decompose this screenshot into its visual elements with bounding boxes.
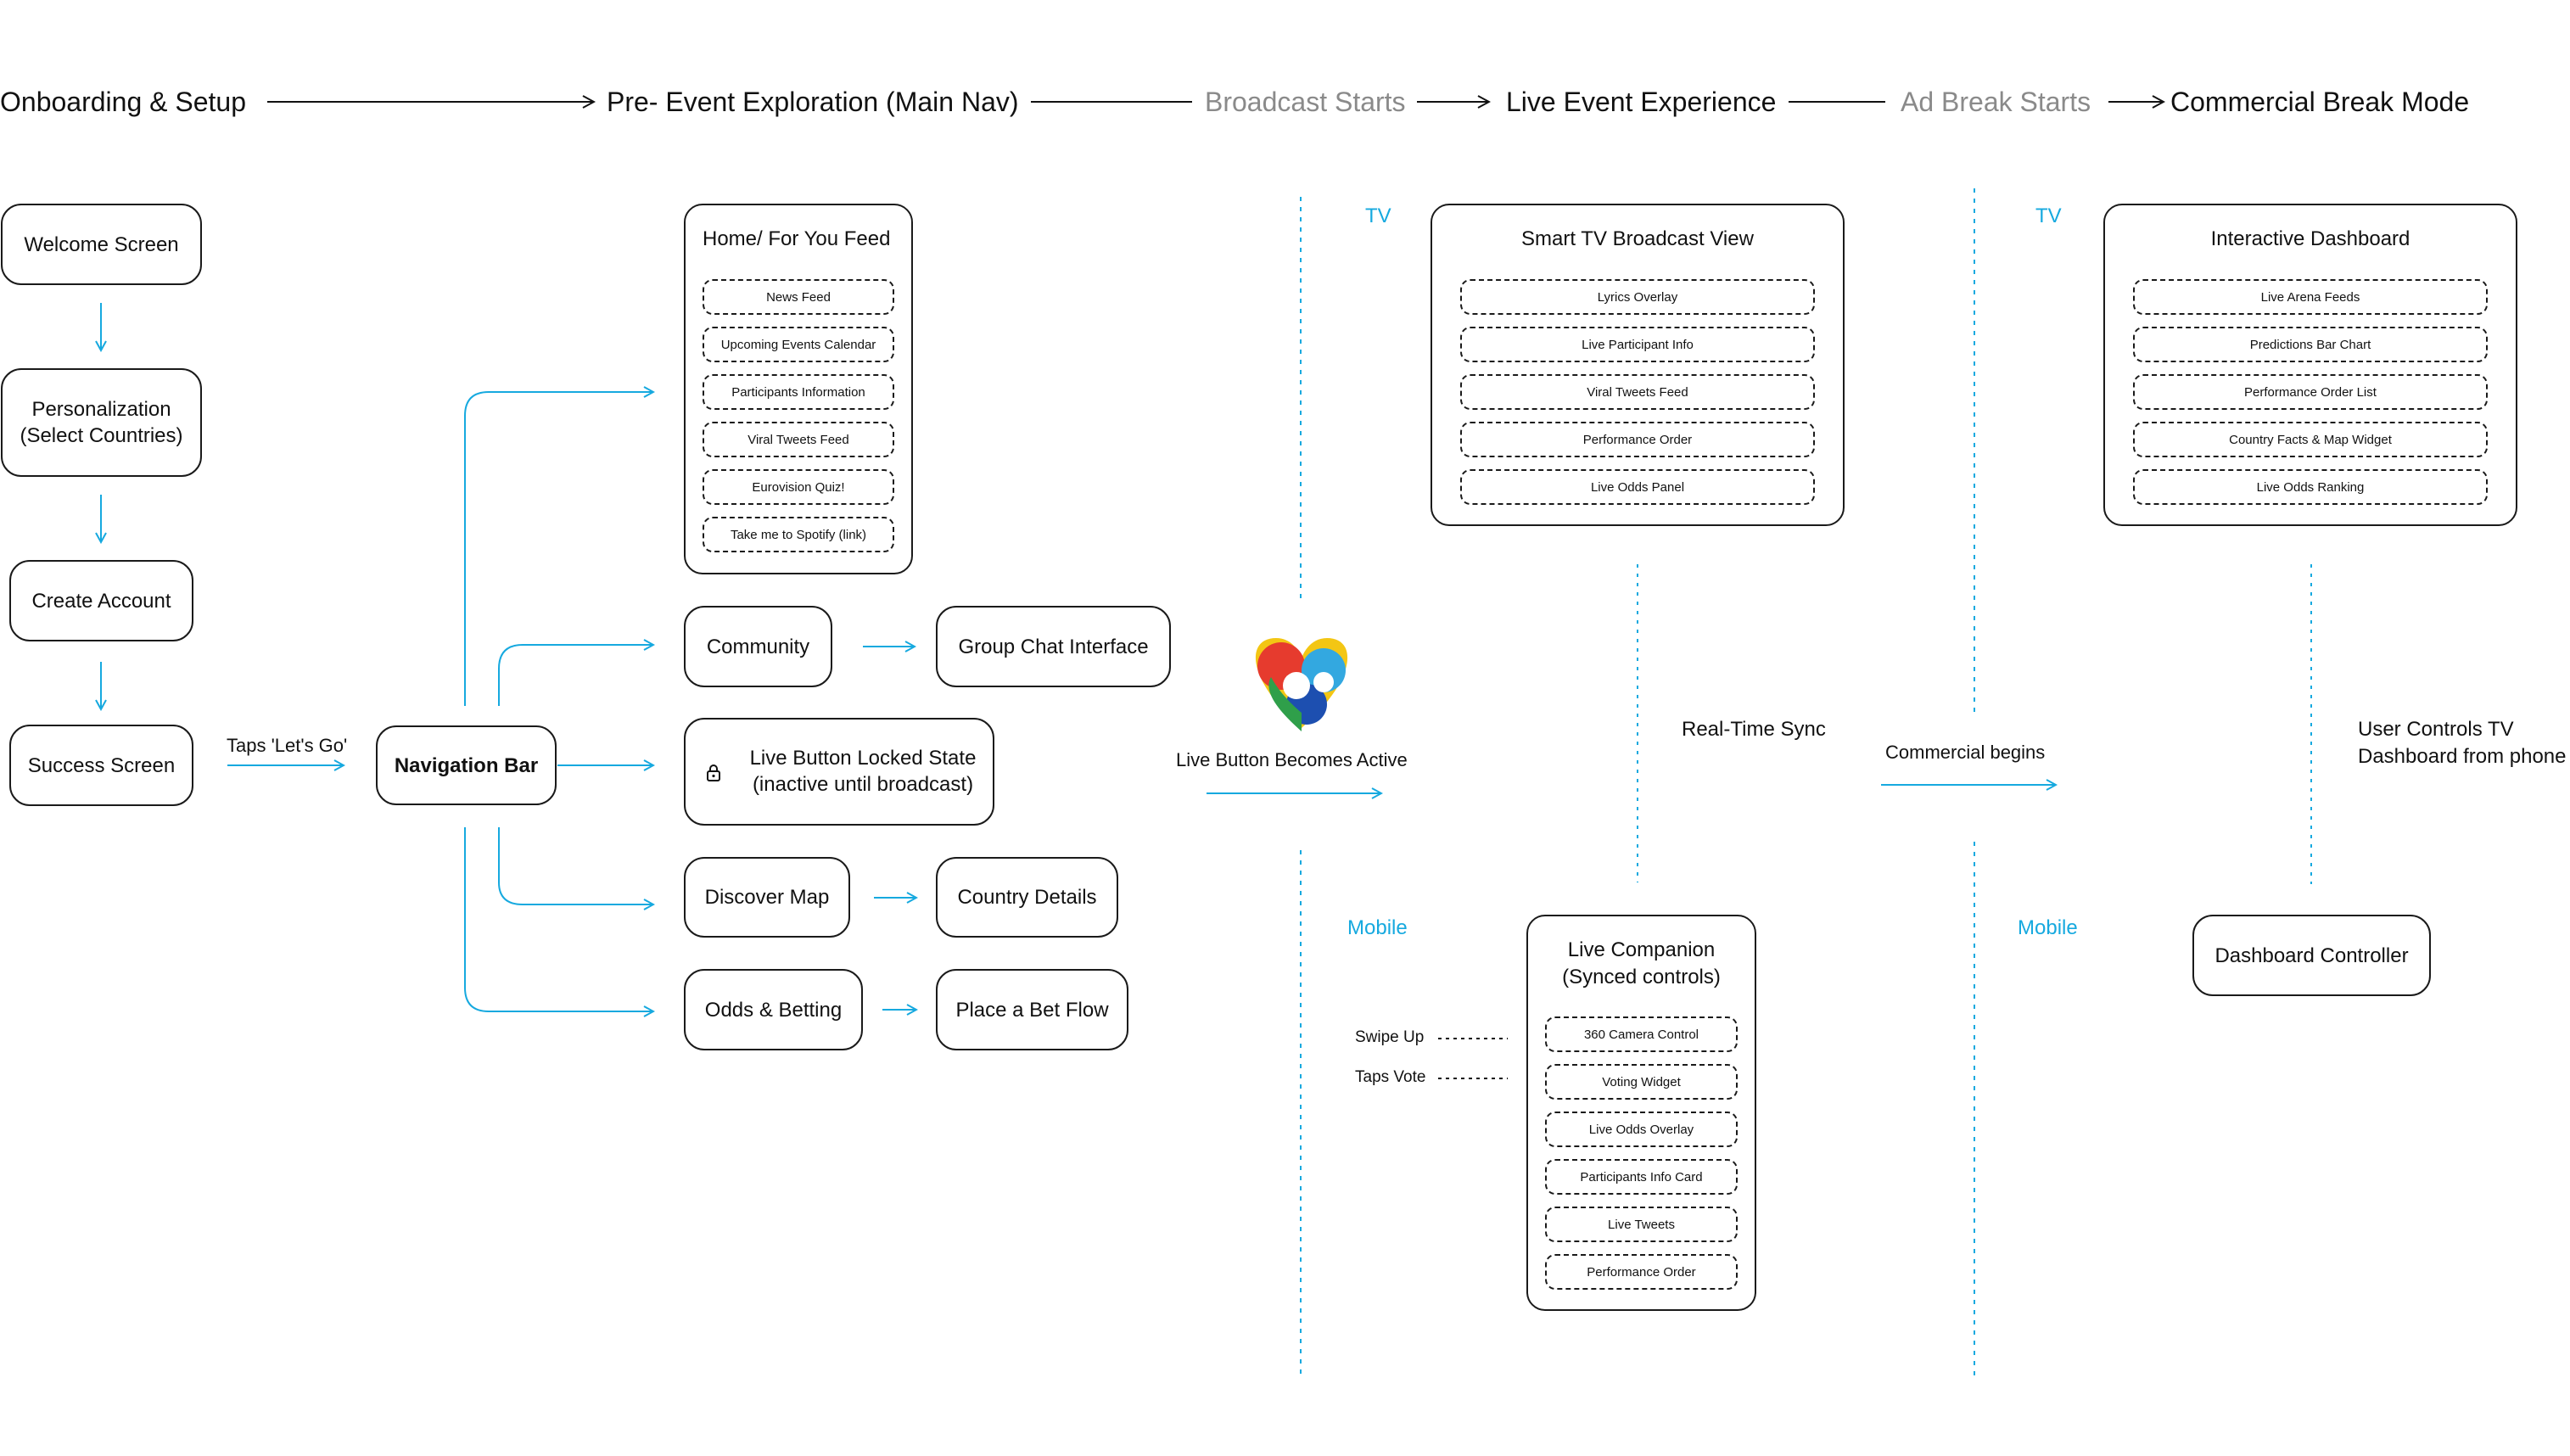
phase-broadcast-starts: Broadcast Starts xyxy=(1205,87,1406,117)
lock-icon xyxy=(707,764,720,781)
mobile-label-commercial: Mobile xyxy=(2018,916,2078,939)
dashboard-item[interactable]: Country Facts & Map Widget xyxy=(2133,422,2488,457)
live-button-locked-label: Live Button Locked State xyxy=(749,747,977,770)
phase-live-event: Live Event Experience xyxy=(1506,87,1777,117)
gesture-connectors xyxy=(1438,1038,1508,1079)
discover-map-node[interactable]: Discover Map xyxy=(684,857,850,938)
live-companion-item[interactable]: Performance Order xyxy=(1545,1254,1738,1290)
place-bet-label: Place a Bet Flow xyxy=(955,998,1109,1022)
home-feed-item[interactable]: Take me to Spotify (link) xyxy=(703,517,894,552)
interactive-dashboard-title: Interactive Dashboard xyxy=(2210,227,2410,250)
community-label: Community xyxy=(706,635,810,658)
taps-lets-go-label: Taps 'Let's Go' xyxy=(227,735,348,756)
dashboard-controller-node[interactable]: Dashboard Controller xyxy=(2192,915,2431,996)
live-companion-item[interactable]: Live Tweets xyxy=(1545,1207,1738,1242)
live-companion-panel[interactable]: Live Companion (Synced controls) 360 Cam… xyxy=(1526,915,1756,1311)
dashboard-item[interactable]: Live Arena Feeds xyxy=(2133,279,2488,315)
phase-onboarding: Onboarding & Setup xyxy=(0,87,246,117)
live-companion-item[interactable]: Participants Info Card xyxy=(1545,1159,1738,1195)
phase-commercial-break: Commercial Break Mode xyxy=(2170,87,2470,117)
nav-branches xyxy=(464,392,916,1011)
smart-tv-item[interactable]: Live Participant Info xyxy=(1460,327,1815,362)
create-account-node[interactable]: Create Account xyxy=(9,560,193,641)
home-feed-item[interactable]: Eurovision Quiz! xyxy=(703,469,894,505)
group-chat-label: Group Chat Interface xyxy=(958,635,1149,658)
success-screen-label: Success Screen xyxy=(27,753,176,777)
live-companion-subtitle: (Synced controls) xyxy=(1562,966,1721,988)
phase-ad-break-starts: Ad Break Starts xyxy=(1901,87,2091,117)
personalization-sublabel: (Select Countries) xyxy=(20,424,183,447)
country-details-label: Country Details xyxy=(957,886,1097,909)
dashboard-item[interactable]: Performance Order List xyxy=(2133,374,2488,410)
phase-pre-event: Pre- Event Exploration (Main Nav) xyxy=(607,87,1019,117)
home-feed-item[interactable]: Viral Tweets Feed xyxy=(703,422,894,457)
odds-betting-label: Odds & Betting xyxy=(704,998,843,1022)
heart-logo-icon xyxy=(1255,638,1348,731)
dashboard-item[interactable]: Predictions Bar Chart xyxy=(2133,327,2488,362)
navigation-bar-label: Navigation Bar xyxy=(394,753,539,777)
onboarding-arrows xyxy=(101,303,344,765)
taps-vote-label: Taps Vote xyxy=(1355,1068,1426,1086)
success-screen-node[interactable]: Success Screen xyxy=(9,725,193,806)
group-chat-node[interactable]: Group Chat Interface xyxy=(936,606,1171,687)
smart-tv-item[interactable]: Live Odds Panel xyxy=(1460,469,1815,505)
interactive-dashboard-panel[interactable]: Interactive Dashboard Live Arena Feeds P… xyxy=(2103,204,2517,526)
home-feed-item[interactable]: Participants Information xyxy=(703,374,894,410)
place-bet-node[interactable]: Place a Bet Flow xyxy=(936,969,1128,1050)
real-time-sync-label: Real-Time Sync xyxy=(1682,718,1826,741)
home-feed-panel[interactable]: Home/ For You Feed News Feed Upcoming Ev… xyxy=(684,204,913,574)
commercial-begins-label: Commercial begins xyxy=(1885,742,2046,763)
live-button-locked-node[interactable]: Live Button Locked State (inactive until… xyxy=(684,718,994,826)
live-button-locked-sublabel: (inactive until broadcast) xyxy=(752,773,974,796)
create-account-label: Create Account xyxy=(31,589,171,613)
welcome-screen-node[interactable]: Welcome Screen xyxy=(1,204,202,285)
live-companion-item[interactable]: Voting Widget xyxy=(1545,1064,1738,1100)
community-node[interactable]: Community xyxy=(684,606,832,687)
smart-tv-item[interactable]: Viral Tweets Feed xyxy=(1460,374,1815,410)
tv-label-commercial: TV xyxy=(2035,204,2062,227)
dashboard-item[interactable]: Live Odds Ranking xyxy=(2133,469,2488,505)
smart-tv-item[interactable]: Performance Order xyxy=(1460,422,1815,457)
welcome-screen-label: Welcome Screen xyxy=(24,232,179,256)
broadcast-transition xyxy=(1207,197,1381,1376)
country-details-node[interactable]: Country Details xyxy=(936,857,1118,938)
navigation-bar-node[interactable]: Navigation Bar xyxy=(376,725,557,805)
smart-tv-title: Smart TV Broadcast View xyxy=(1521,227,1754,250)
mobile-label: Mobile xyxy=(1347,916,1408,939)
user-controls-label: User Controls TV xyxy=(2358,718,2514,741)
smart-tv-item[interactable]: Lyrics Overlay xyxy=(1460,279,1815,315)
live-companion-title: Live Companion xyxy=(1567,938,1716,961)
live-button-active-label: Live Button Becomes Active xyxy=(1176,749,1408,770)
discover-map-label: Discover Map xyxy=(704,886,830,909)
odds-betting-node[interactable]: Odds & Betting xyxy=(684,969,863,1050)
dashboard-controller-label: Dashboard Controller xyxy=(2214,944,2409,967)
live-companion-item[interactable]: Live Odds Overlay xyxy=(1545,1112,1738,1147)
home-feed-item[interactable]: Upcoming Events Calendar xyxy=(703,327,894,362)
home-feed-item[interactable]: News Feed xyxy=(703,279,894,315)
live-companion-item[interactable]: 360 Camera Control xyxy=(1545,1016,1738,1052)
home-feed-title: Home/ For You Feed xyxy=(703,227,891,250)
personalization-node[interactable]: Personalization (Select Countries) xyxy=(1,368,202,477)
swipe-up-label: Swipe Up xyxy=(1355,1028,1425,1046)
user-controls-sublabel: Dashboard from phone xyxy=(2358,745,2567,768)
ad-break-transition xyxy=(1881,188,2056,1376)
tv-label: TV xyxy=(1365,204,1391,227)
smart-tv-panel[interactable]: Smart TV Broadcast View Lyrics Overlay L… xyxy=(1431,204,1845,526)
personalization-label: Personalization xyxy=(31,398,171,421)
